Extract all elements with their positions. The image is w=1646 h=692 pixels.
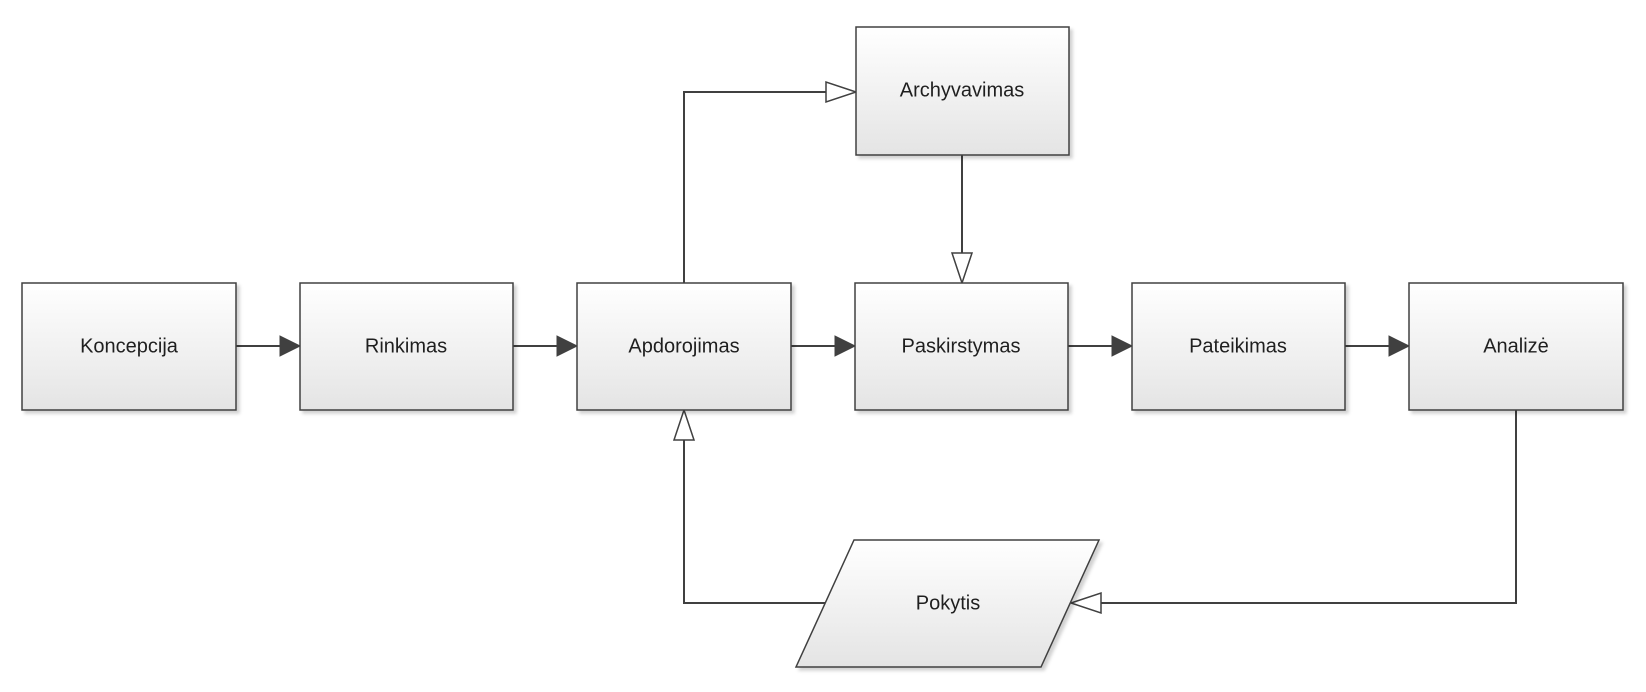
arrowhead-pateikimas-analize xyxy=(1388,335,1411,357)
edge-analize-pokytis xyxy=(1101,410,1517,604)
node-label: Paskirstymas xyxy=(902,335,1021,357)
node-pateikimas: Pateikimas xyxy=(1131,282,1346,411)
node-label: Rinkimas xyxy=(365,335,447,357)
edges xyxy=(236,80,1517,615)
edge-apdorojimas-archyvavimas xyxy=(683,91,826,283)
arrowhead-analize-pokytis xyxy=(1068,591,1102,615)
node-label: Analizė xyxy=(1483,335,1549,357)
node-label: Apdorojimas xyxy=(628,335,739,357)
node-koncepcija: Koncepcija xyxy=(21,282,237,411)
node-paskirstymas: Paskirstymas xyxy=(854,282,1069,411)
node-label: Koncepcija xyxy=(80,335,179,357)
arrowhead-paskirstymas-pateikimas xyxy=(1111,335,1134,357)
arrowhead-apdorojimas-paskirstymas xyxy=(834,335,857,357)
node-archyvavimas: Archyvavimas xyxy=(855,26,1070,156)
node-label: Archyvavimas xyxy=(900,79,1024,101)
edge-pokytis-apdorojimas xyxy=(683,440,854,604)
arrowhead-archyvavimas-paskirstymas xyxy=(950,252,974,286)
arrowhead-apdorojimas-archyvavimas xyxy=(825,80,859,104)
node-label: Pateikimas xyxy=(1189,335,1287,357)
node-analize: Analizė xyxy=(1408,282,1624,411)
node-rinkimas: Rinkimas xyxy=(299,282,514,411)
arrowhead-pokytis-apdorojimas xyxy=(672,407,696,441)
node-label: Pokytis xyxy=(916,592,980,614)
node-apdorojimas: Apdorojimas xyxy=(576,282,792,411)
node-pokytis: Pokytis xyxy=(794,539,1101,668)
arrowhead-koncepcija-rinkimas xyxy=(279,335,302,357)
arrowhead-rinkimas-apdorojimas xyxy=(556,335,579,357)
